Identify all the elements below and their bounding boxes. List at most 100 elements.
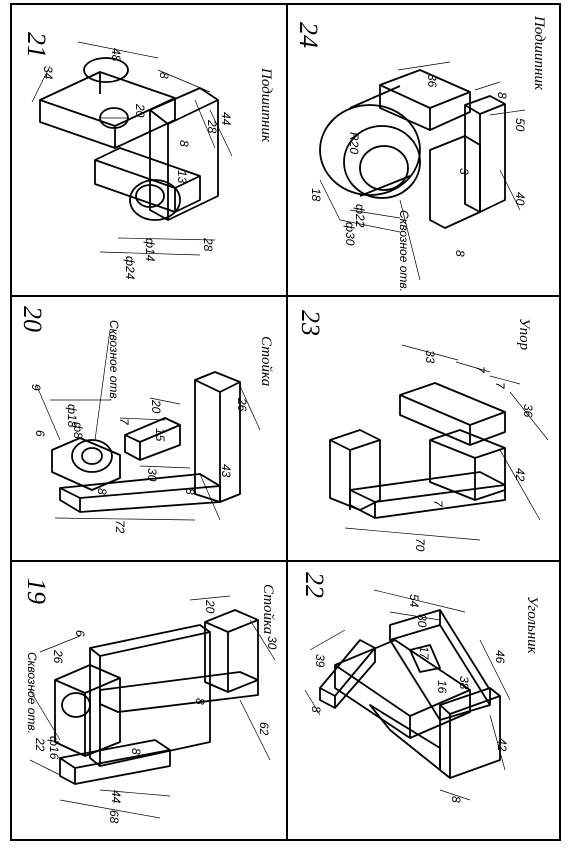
dim-label: 36 [521,404,535,418]
dimension-labels: 36 8 50 R20 18 ф22 ф30 3 40 8 Сквозное о… [309,74,527,292]
dim-label: ф30 [343,222,357,246]
part-drawing [329,382,506,519]
dim-label: 8 [129,748,143,755]
dim-label: ф22 [353,204,367,228]
dim-label: 18 [309,188,323,202]
dim-label: 48 [109,48,123,62]
dimension-lines [31,41,233,256]
cell-19: 19 Стойка Сквозное отв. 26 6 20 30 22 ф1… [22,578,279,824]
dim-label: 40 [513,192,527,206]
cell-20: 20 Стойка Сквозное отв. 9 ф18 ф8 6 20 15… [18,306,274,534]
dim-label: 6 [33,430,47,437]
grid-frame [10,3,561,841]
dim-label: 46 [493,650,507,664]
dim-label: 15 [153,428,167,442]
dim-label: 50 [513,118,527,132]
dim-label: R20 [347,132,361,154]
dim-label: 26 [51,649,65,664]
dim-label: 38 [457,676,471,690]
dim-label: 8 [157,72,171,79]
dim-label: 22 [33,737,47,752]
dim-label: 36 [425,74,439,88]
dim-label: 43 [219,464,233,478]
dim-label: 20 [133,103,147,118]
dimension-lines [344,344,549,541]
part-drawing [319,69,506,229]
dim-label: 20 [149,399,163,414]
dim-label: 62 [257,722,271,736]
dim-label: 33 [423,350,437,364]
cell-number: 20 [18,306,47,332]
dimension-labels: 48 34 8 20 44 28 8 13 ф14 ф24 28 [41,48,233,280]
dim-label: 44 [109,790,123,804]
dim-label: 8 [177,140,191,147]
dim-label: 7 [473,366,487,374]
dim-label: 7 [493,382,507,390]
dim-label: 68 [107,810,121,824]
dim-label: 8 [95,488,109,495]
dim-label: ф8 [71,422,85,439]
cell-24: 24 Подшипник 36 8 50 R20 18 ф22 ф30 3 40 [294,15,547,292]
dim-label: 17 [417,646,431,661]
cell-22: 22 Угольник 54 30 39 17 16 38 46 8 42 [300,572,540,803]
dim-label: 8 [453,250,467,257]
dim-label: 28 [201,237,215,252]
dim-label: 39 [313,654,327,668]
dimension-lines [319,61,526,281]
cell-number: 19 [22,578,51,604]
dimension-labels: 33 7 7 36 42 7 70 [413,350,535,552]
dim-label: 70 [413,538,427,552]
dim-label: ф14 [143,238,157,262]
dim-label: 8 [495,92,509,99]
dim-label: 8 [309,706,323,713]
dim-label: 44 [219,112,233,126]
cell-number: 21 [22,32,51,58]
dim-label: Сквозное отв. [107,320,121,402]
dim-label: 28 [205,119,219,134]
dim-label: 42 [495,738,509,752]
cell-title: Подшипник [258,67,274,143]
dim-label: 8 [449,796,463,803]
dim-label: 54 [407,594,421,608]
dim-label: 34 [41,66,55,80]
cell-23: 23 Упор 33 7 7 36 42 7 70 [296,310,549,552]
dim-label: Сквозное отв. [25,652,39,734]
cell-number: 23 [296,310,325,336]
dim-label: 6 [73,630,87,637]
cell-title: Подшипник [531,15,547,91]
dim-label: 20 [203,599,217,614]
dimension-lines [35,329,261,521]
dim-label: 30 [145,468,159,482]
dim-label: 7 [431,500,445,508]
dim-label: 42 [513,468,527,482]
dim-label: 30 [415,614,429,628]
dim-label: ф16 [47,736,61,760]
dim-label: 13 [175,170,189,184]
dimension-labels: Сквозное отв. 26 6 20 30 22 ф16 8 8 44 6… [25,599,279,824]
dimension-labels: 54 30 39 17 16 38 46 8 42 8 [309,594,509,803]
dim-label: 3 [457,168,471,175]
cell-number: 22 [300,572,329,598]
cell-title: Стойка [260,584,276,634]
dim-label: ф18 [65,404,79,428]
cell-number: 24 [294,22,323,48]
dim-label: 8 [193,698,207,705]
dim-label: ф24 [123,256,137,280]
cell-21: 21 Подшипник 48 34 8 20 44 28 8 13 [22,32,274,280]
dimension-labels: Сквозное отв. 9 ф18 ф8 6 20 15 7 26 30 8… [29,320,249,534]
cell-title: Стойка [258,336,274,386]
dim-label: 26 [235,397,249,412]
part-drawing [319,609,501,779]
dimension-lines [304,589,511,801]
dim-label: 72 [113,520,127,534]
cell-title: Угольник [524,596,540,655]
dim-label: 8 [183,488,197,495]
cell-title: Упор [516,318,532,351]
dim-label: 30 [265,636,279,650]
dimension-lines [29,595,276,819]
dim-label: 9 [29,384,43,391]
part-drawing [54,609,259,785]
dim-label: Сквозное отв. [397,210,411,292]
dim-label: 16 [435,680,449,694]
